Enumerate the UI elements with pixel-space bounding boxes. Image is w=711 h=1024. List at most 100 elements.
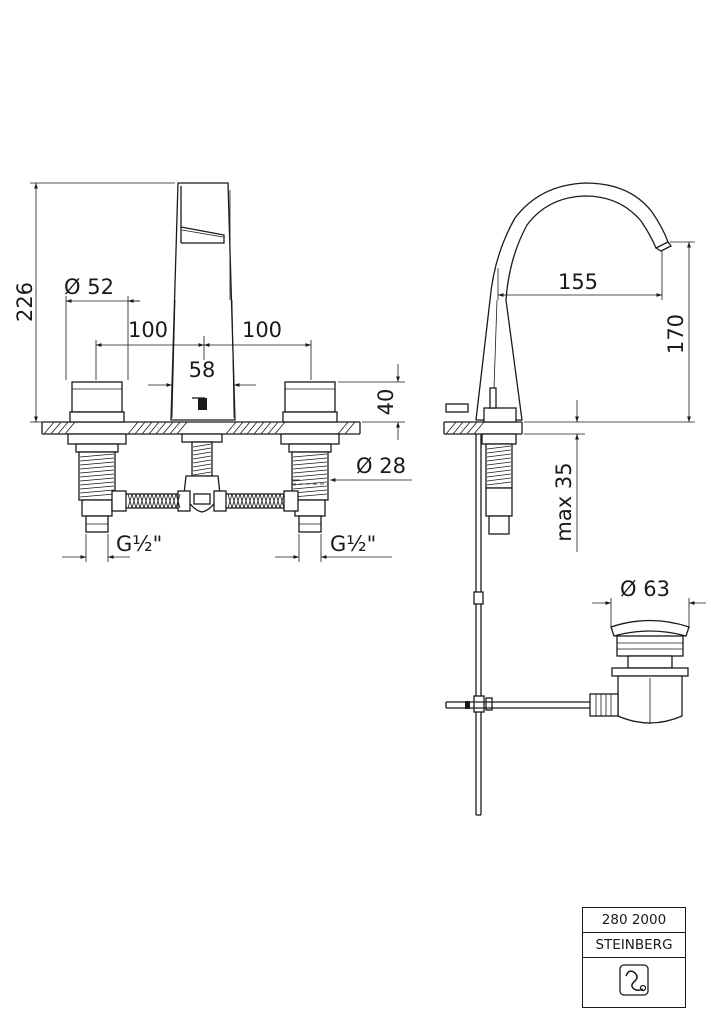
drawing-detail-line [192, 467, 212, 472]
brand-logo [583, 956, 685, 1007]
drawing-detail-line [79, 457, 115, 462]
drawing-detail-line [143, 493, 149, 509]
drawing-detail-line [127, 493, 133, 509]
drawing-detail-line [486, 465, 512, 470]
drawing-detail-line [151, 493, 157, 509]
drawing-detail-line [79, 465, 115, 470]
drawing-detail-line [50, 421, 62, 435]
side-spout [445, 182, 672, 423]
drawing-detail-line [176, 421, 188, 435]
thread-right-label: G½" [330, 532, 376, 556]
drawing-detail-line [275, 493, 281, 509]
drawing-detail-line [239, 421, 251, 435]
drawing-detail-line [292, 473, 328, 478]
front-valve-right [280, 433, 340, 533]
height-overall-label: 226 [13, 282, 37, 322]
drawing-detail-line [292, 485, 328, 490]
drawing-detail-line [192, 451, 212, 456]
drawing-detail-line [486, 453, 512, 458]
drawing-detail-line [255, 493, 261, 509]
front-hoses [111, 490, 299, 512]
drawing-detail-line [486, 477, 512, 482]
side-dimensions [497, 241, 706, 627]
drawing-detail-line [292, 481, 328, 486]
drawing-detail-line [459, 421, 471, 435]
drawing-detail-line [79, 453, 115, 458]
side-deck [443, 421, 523, 435]
drawing-detail-line [139, 493, 145, 509]
drawing-detail-line [231, 493, 237, 509]
drawing-detail-line [135, 493, 141, 509]
side-view: 155 170 max 35 Ø 63 [443, 182, 706, 816]
drawing-detail-line [259, 493, 265, 509]
drawing-detail-line [192, 443, 212, 448]
handle-height-label: 40 [374, 389, 398, 416]
drawing-detail-line [192, 471, 212, 476]
spout-height-label: 170 [664, 314, 688, 354]
front-valve-left [67, 433, 127, 533]
drawing-detail-line [486, 445, 512, 450]
drawing-detail-line [192, 463, 212, 468]
drawing-detail-line [162, 421, 174, 435]
brand-name: STEINBERG [583, 933, 685, 958]
spout-reach-label: 155 [558, 270, 598, 294]
drawing-detail-line [232, 421, 244, 435]
drawing-detail-line [486, 449, 512, 454]
drawing-detail-line [486, 461, 512, 466]
front-spout-shank [181, 433, 223, 513]
front-deck [41, 421, 361, 435]
drawing-detail-line [247, 493, 253, 509]
side-linkage [445, 701, 590, 709]
drawing-detail-line [127, 421, 139, 435]
drawing-detail-line [267, 493, 273, 509]
drawing-detail-line [79, 489, 115, 494]
drawing-detail-line [239, 493, 245, 509]
drawing-detail-line [159, 493, 165, 509]
drawing-detail-line [251, 493, 257, 509]
spout-width-label: 58 [189, 358, 216, 382]
handle-diameter-label: Ø 52 [64, 275, 114, 299]
front-spout [170, 182, 236, 421]
drawing-detail-line [271, 493, 277, 509]
drawing-detail-line [292, 477, 328, 482]
drawing-detail-line [344, 421, 356, 435]
drawing-detail-line [192, 447, 212, 452]
drawing-detail-line [155, 421, 167, 435]
drawing-detail-line [175, 493, 181, 509]
drawing-detail-line [131, 493, 137, 509]
drawing-detail-line [337, 421, 349, 435]
drawing-detail-line [192, 455, 212, 460]
drawing-detail-line [486, 473, 512, 478]
drawing-detail-line [253, 421, 265, 435]
drawing-detail-line [267, 421, 279, 435]
drawing-detail-line [57, 421, 69, 435]
drawing-detail-line [486, 469, 512, 474]
drawing-detail-line [473, 421, 485, 435]
waste-diameter-label: Ø 63 [620, 577, 670, 601]
drawing-detail-line [141, 421, 153, 435]
deck-thickness-label: max 35 [552, 462, 576, 541]
drawing-detail-line [43, 421, 55, 435]
drawing-detail-line [64, 421, 76, 435]
drawing-detail-line [148, 421, 160, 435]
drawing-detail-line [292, 489, 328, 494]
drawing-detail-line [147, 493, 153, 509]
thread-left-label: G½" [116, 532, 162, 556]
drawing-detail-line [79, 481, 115, 486]
drawing-detail-line [79, 469, 115, 474]
drawing-detail-line [79, 485, 115, 490]
drawing-detail-line [192, 459, 212, 464]
drawing-detail-line [171, 493, 177, 509]
drawing-detail-line [134, 421, 146, 435]
drawing-detail-line [486, 457, 512, 462]
drawing-detail-line [227, 493, 233, 509]
waste-fitting [589, 619, 690, 724]
front-dimension-labels: 226 Ø 52 100 100 58 40 Ø 28 G½" G½" [13, 275, 406, 556]
drawing-detail-line [292, 465, 328, 470]
drawing-detail-line [279, 493, 285, 509]
front-handle-right [282, 381, 338, 423]
spacing-right-label: 100 [242, 318, 282, 342]
front-handle-left [69, 381, 125, 423]
drawing-detail-line [155, 493, 161, 509]
